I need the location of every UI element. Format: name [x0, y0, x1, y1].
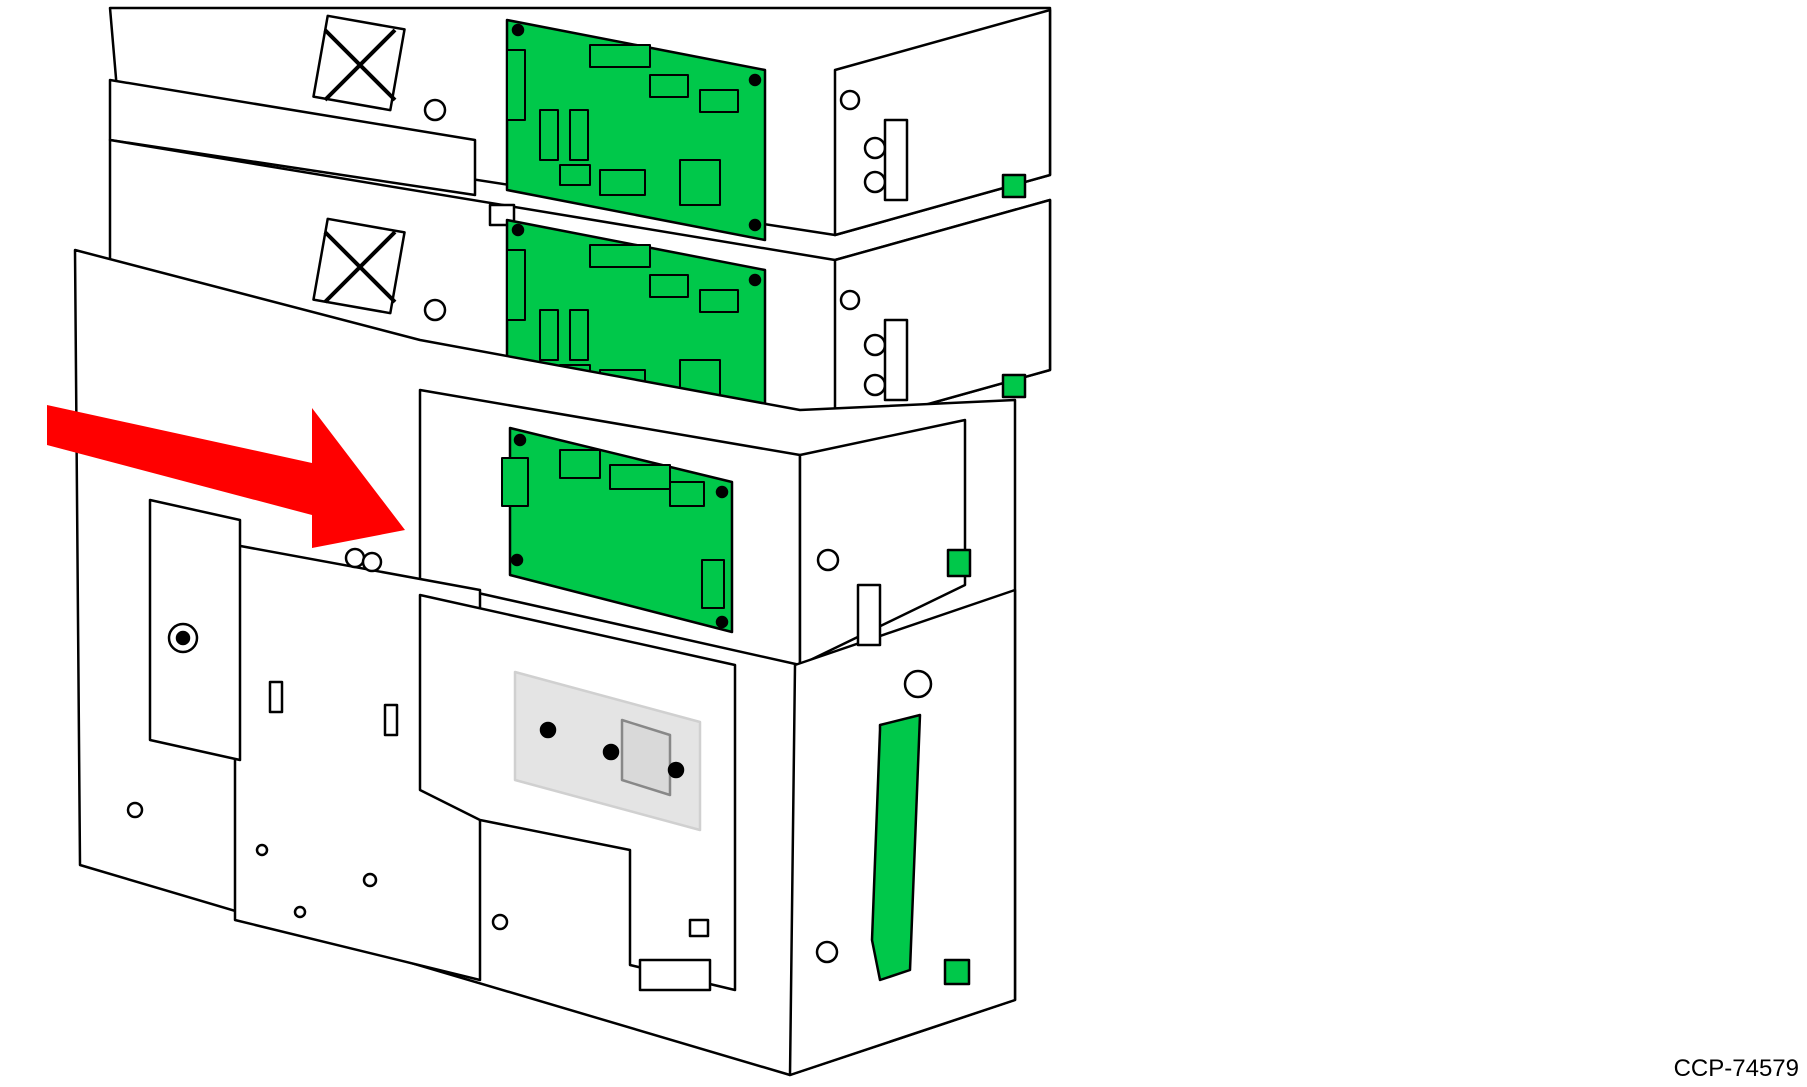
- arrow-right-icon: [47, 405, 405, 548]
- upper-module: [108, 6, 1052, 242]
- green-release-lever: [870, 713, 922, 982]
- figure-id-label: CCP-74579: [1673, 1055, 1799, 1082]
- label-plate: [513, 670, 702, 832]
- base-chassis: [73, 248, 1017, 1077]
